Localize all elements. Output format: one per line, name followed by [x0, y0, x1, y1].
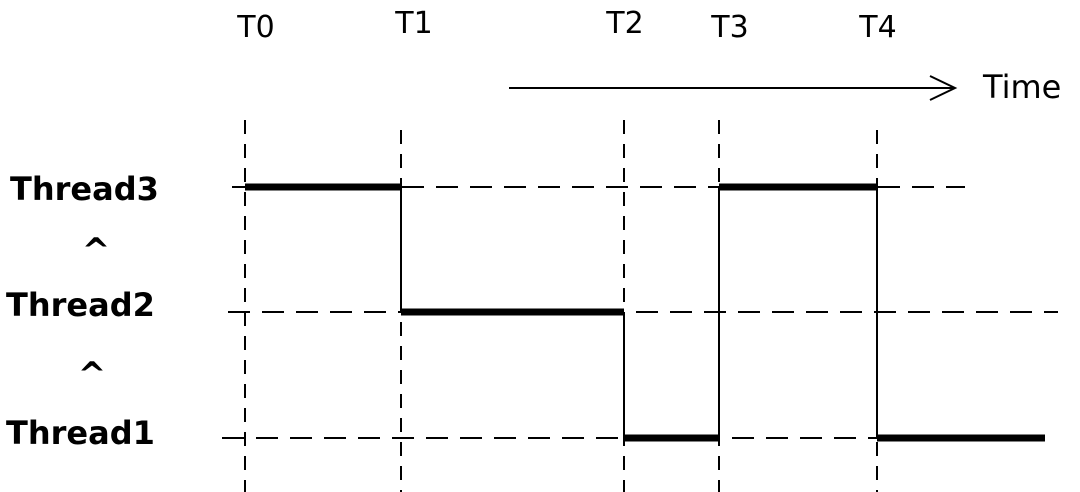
time-axis-arrow: Time: [509, 68, 1061, 106]
time-axis-label: Time: [982, 68, 1061, 106]
time-marker-t4: T4: [858, 10, 896, 45]
time-marker-t2: T2: [605, 6, 643, 41]
thread-levels: [222, 186, 1058, 439]
thread-label-thread1: Thread1: [6, 414, 155, 452]
thread-labels: Thread3 ^ Thread2 ^ Thread1: [6, 170, 159, 452]
time-marker-labels: T0 T1 T2 T3 T4: [236, 6, 896, 45]
execution-path: [245, 183, 1045, 442]
time-marker-t0: T0: [236, 10, 274, 45]
caret-up-icon: ^: [82, 231, 111, 271]
time-marker-t1: T1: [394, 6, 432, 41]
thread-label-thread2: Thread2: [6, 286, 155, 324]
arrow-right-icon: [929, 75, 958, 101]
time-guides: [244, 120, 878, 492]
thread-label-thread3: Thread3: [10, 170, 159, 208]
time-marker-t3: T3: [710, 10, 748, 45]
caret-up-icon: ^: [78, 355, 107, 395]
